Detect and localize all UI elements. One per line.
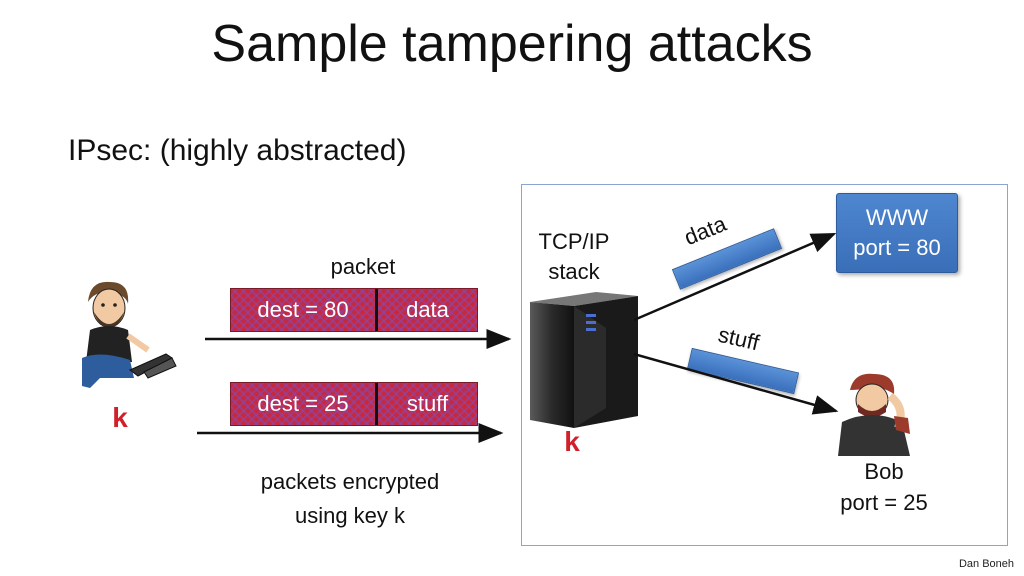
user-laptop-figure	[82, 281, 177, 388]
www-port-label: port = 80	[853, 235, 941, 260]
packet-2-payload: stuff	[406, 391, 449, 416]
packet-1-dest: dest = 80	[257, 297, 349, 322]
bob-label-line2: port = 25	[840, 490, 928, 515]
slide-title: Sample tampering attacks	[211, 15, 813, 73]
packet-1-divider	[375, 289, 378, 331]
www-server-box: WWW port = 80	[836, 193, 958, 273]
stack-label-line2: stack	[548, 259, 600, 284]
arrow-to-www	[633, 232, 837, 322]
user-key-label: k	[112, 402, 128, 433]
bob-figure	[838, 373, 910, 456]
arrow-to-bob	[633, 352, 839, 415]
packet-1-payload: data	[406, 297, 449, 322]
packet-1: dest = 80 data	[230, 288, 478, 332]
encryption-caption-line1: packets encrypted	[260, 469, 440, 494]
packet-2-divider	[375, 383, 378, 425]
packet-label: packet	[330, 254, 396, 279]
bob-label-line1: Bob	[864, 459, 904, 484]
packet-2-dest: dest = 25	[257, 391, 349, 416]
stack-label-line1: TCP/IP	[538, 229, 610, 254]
packet-2: dest = 25 stuff	[230, 382, 478, 426]
encryption-caption-line2: using key k	[294, 503, 406, 528]
server-tower-icon	[530, 292, 638, 428]
slide-subtitle: IPsec: (highly abstracted)	[68, 134, 407, 167]
author-footer: Dan Boneh	[958, 558, 1014, 570]
www-label: WWW	[865, 205, 929, 230]
server-key-label: k	[564, 426, 580, 457]
